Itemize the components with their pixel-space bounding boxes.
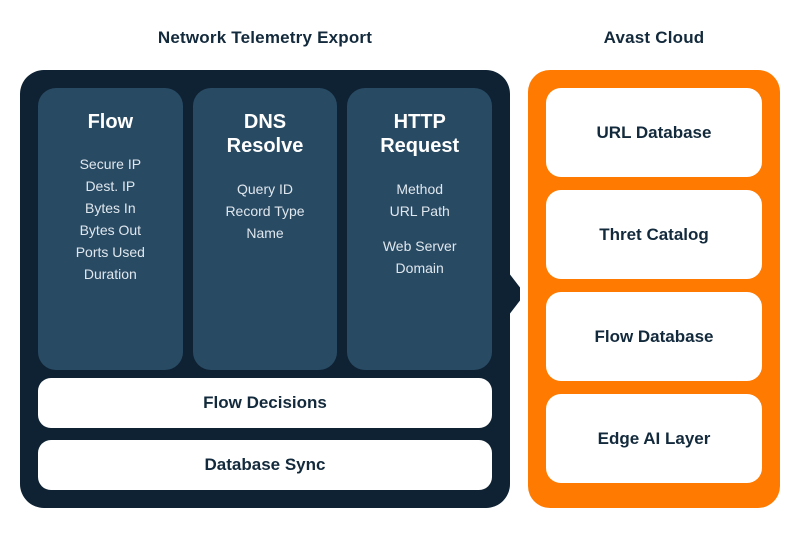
card-title: HTTP Request <box>380 111 460 158</box>
field-item: Bytes In <box>85 200 136 217</box>
field-item: Duration <box>83 266 137 283</box>
field-item: Method <box>396 180 444 197</box>
card-title: Flow <box>87 111 134 133</box>
cloud-card-url-database[interactable]: URL Database <box>546 88 762 177</box>
field-item: Bytes Out <box>79 222 142 239</box>
field-list: Query ID Record Type Name <box>201 179 330 245</box>
telemetry-bottom-bars: Flow Decisions Database Sync <box>38 378 492 490</box>
left-section-title: Network Telemetry Export <box>157 28 373 47</box>
field-item: Ports Used <box>75 244 145 261</box>
card-title: DNS Resolve <box>226 111 304 158</box>
right-section-title: Avast Cloud <box>603 28 705 47</box>
field-list: Method URL Path Web Server Domain <box>355 179 484 280</box>
telemetry-card-http-request[interactable]: HTTP Request Method URL Path Web Server … <box>347 88 493 370</box>
field-item: Secure IP <box>79 156 142 173</box>
cloud-card-edge-ai-layer[interactable]: Edge AI Layer <box>546 394 762 483</box>
telemetry-panel: Flow Secure IP Dest. IP Bytes In Bytes O… <box>20 70 510 508</box>
telemetry-card-flow[interactable]: Flow Secure IP Dest. IP Bytes In Bytes O… <box>38 88 183 370</box>
field-item: Web Server Domain <box>382 237 457 276</box>
field-item: Query ID <box>237 180 294 197</box>
bar-database-sync[interactable]: Database Sync <box>38 440 492 490</box>
field-item: Record Type <box>225 202 305 219</box>
telemetry-cards-row: Flow Secure IP Dest. IP Bytes In Bytes O… <box>38 88 493 370</box>
cloud-card-flow-database[interactable]: Flow Database <box>546 292 762 381</box>
field-item: Name <box>246 224 284 241</box>
field-list: Secure IP Dest. IP Bytes In Bytes Out Po… <box>46 154 175 286</box>
field-item: Dest. IP <box>85 178 136 195</box>
telemetry-card-dns-resolve[interactable]: DNS Resolve Query ID Record Type Name <box>192 88 338 370</box>
field-item: URL Path <box>389 202 450 219</box>
cloud-card-thret-catalog[interactable]: Thret Catalog <box>546 190 762 279</box>
cloud-panel: URL Database Thret Catalog Flow Database… <box>528 70 780 508</box>
bar-flow-decisions[interactable]: Flow Decisions <box>38 378 492 428</box>
